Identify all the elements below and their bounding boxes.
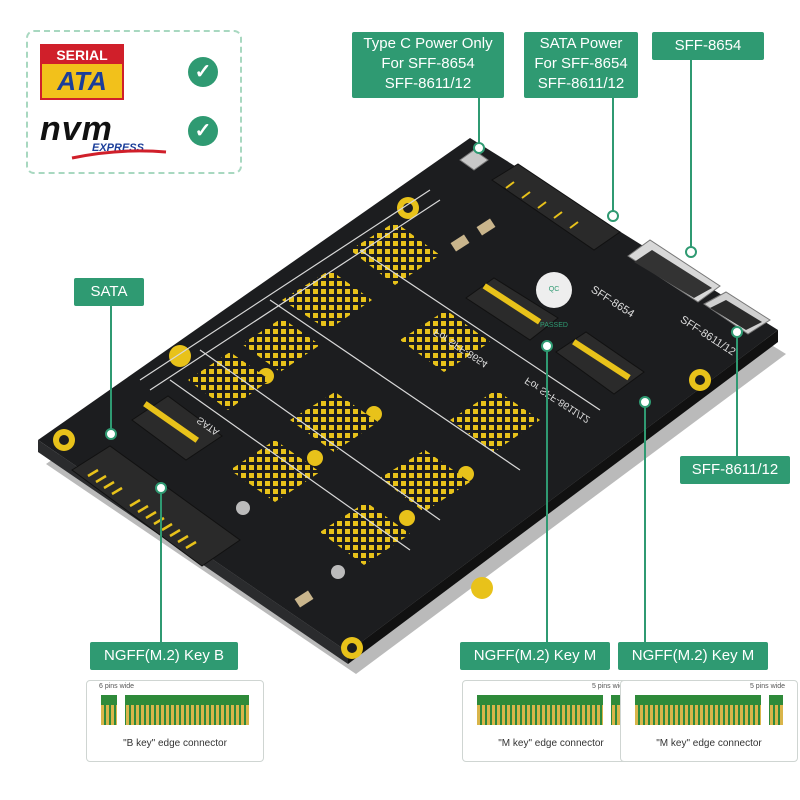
callout-sata-power: SATA Power For SFF-8654 SFF-8611/12 <box>524 32 638 98</box>
compatibility-box: SERIAL ATA ✓ nvm EXPRESS ✓ <box>26 30 242 174</box>
edge-pcb-m1 <box>477 695 625 725</box>
edge-card-m2-note: 5 pins wide <box>749 683 785 690</box>
callout-type-c-line2: For SFF-8654 <box>381 55 475 72</box>
callout-key-b: NGFF(M.2) Key B <box>90 642 238 670</box>
edge-pcb-b <box>101 695 249 725</box>
callout-type-c-line3: SFF-8611/12 <box>384 75 472 92</box>
check-icon: ✓ <box>188 116 218 146</box>
serial-ata-logo: SERIAL ATA <box>40 44 124 100</box>
check-icon: ✓ <box>188 57 218 87</box>
callout-sata-power-line1: SATA Power <box>539 35 623 52</box>
serial-ata-logo-top: SERIAL <box>42 46 122 64</box>
mounting-holes <box>53 197 711 659</box>
nvm-swoosh-icon <box>71 149 167 160</box>
callout-sff-8611: SFF-8611/12 <box>680 456 790 484</box>
edge-card-m1-caption: "M key" edge connector <box>498 738 604 749</box>
callout-sata-power-line2: For SFF-8654 <box>534 55 628 72</box>
m2-slot-m2 <box>555 331 645 395</box>
edge-card-b-note: 6 pins wide <box>99 683 135 690</box>
edge-card-m1-note: 5 pins wide <box>591 683 627 690</box>
type-c-connector <box>459 149 489 171</box>
edge-card-m-key-2: 5 pins wide "M key" edge connector <box>620 680 798 762</box>
qc-sticker: QC PASSED <box>536 272 572 329</box>
size-guides <box>139 189 601 551</box>
callout-type-c-line1: Type C Power Only <box>363 35 493 52</box>
serial-ata-logo-bottom: ATA <box>42 64 122 98</box>
callout-sata-power-line3: SFF-8611/12 <box>537 75 625 92</box>
m2-slot-m1 <box>465 277 559 341</box>
callout-type-c: Type C Power Only For SFF-8654 SFF-8611/… <box>352 32 504 98</box>
m2-slot-b <box>131 395 223 461</box>
solder-pad-grid <box>188 222 540 565</box>
callout-sata: SATA <box>74 278 144 306</box>
sata-power-connector <box>491 163 621 251</box>
sata-connector <box>71 445 241 567</box>
nvm-logo-text: nvm <box>40 110 113 148</box>
callout-key-m2: NGFF(M.2) Key M <box>618 642 768 670</box>
sff-8611-connector <box>703 291 771 335</box>
edge-card-m-key-1: 5 pins wide "M key" edge connector <box>462 680 640 762</box>
callout-sff-8654: SFF-8654 <box>652 32 764 60</box>
edge-pcb-m2 <box>635 695 783 725</box>
edge-card-b-caption: "B key" edge connector <box>123 738 227 749</box>
pcb-board <box>38 138 778 652</box>
edge-card-b-key: 6 pins wide "B key" edge connector <box>86 680 264 762</box>
callout-key-m1: NGFF(M.2) Key M <box>460 642 610 670</box>
edge-card-m2-caption: "M key" edge connector <box>656 738 762 749</box>
nvm-express-logo: nvm EXPRESS <box>40 110 167 160</box>
sff-8654-connector <box>627 239 721 303</box>
